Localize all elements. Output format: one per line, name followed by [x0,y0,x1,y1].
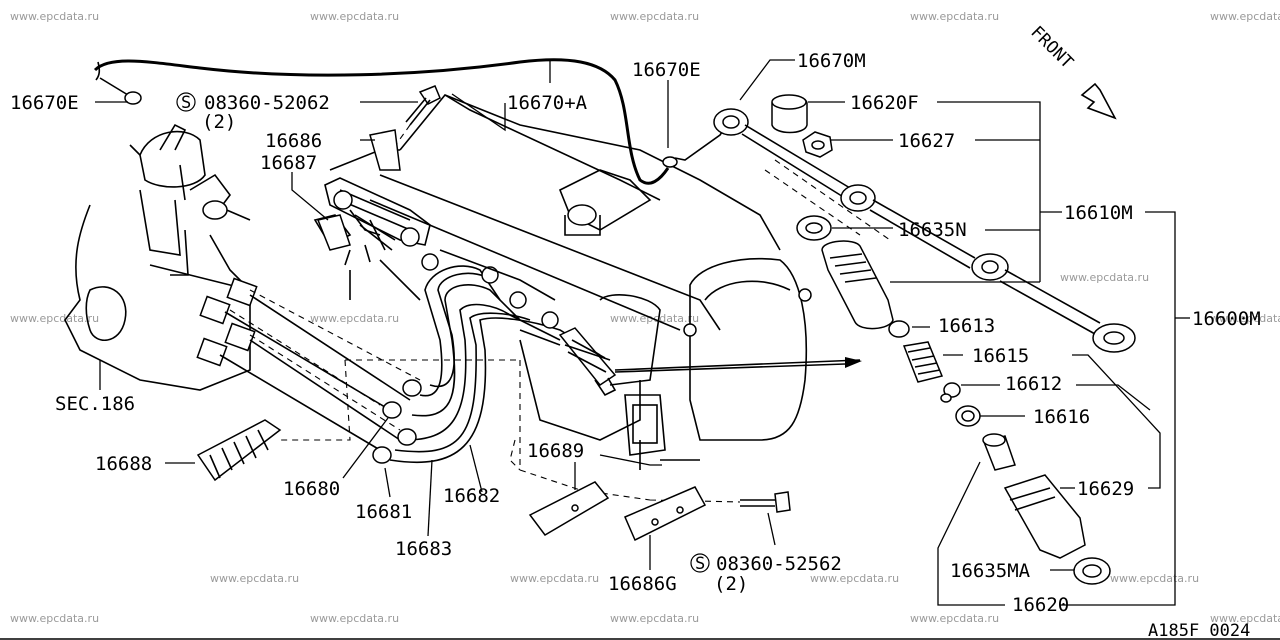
sec-reference: SEC.186 [55,393,135,415]
bolt-qty-top: (2) [202,111,236,133]
callout-16600M: 16600M [1192,308,1261,330]
watermark: www.epcdata.ru [1060,271,1149,284]
watermark: www.epcdata.ru [910,10,999,23]
injector-assembly-exploded [713,94,1136,585]
callout-16629: 16629 [1077,478,1134,500]
watermark: www.epcdata.ru [510,572,599,585]
watermark: www.epcdata.ru [1110,572,1199,585]
callout-16635N: 16635N [898,219,967,241]
callout-16688: 16688 [95,453,152,475]
callout-16686: 16686 [265,130,322,152]
engine-drawing [329,94,812,470]
bolt-part-number-top: 08360-52062 [204,92,330,114]
callout-16687: 16687 [260,152,317,174]
watermarks: www.epcdata.ru www.epcdata.ru www.epcdat… [10,10,1280,625]
watermark: www.epcdata.ru [1210,612,1280,625]
callout-16627: 16627 [898,130,955,152]
watermark: www.epcdata.ru [10,10,99,23]
watermark: www.epcdata.ru [810,572,899,585]
callout-16610M: 16610M [1064,202,1133,224]
callout-16613: 16613 [938,315,995,337]
watermark: www.epcdata.ru [10,312,99,325]
callout-16680: 16680 [283,478,340,500]
diagram-code: A185F 0024 [1148,621,1250,640]
callout-16683: 16683 [395,538,452,560]
injection-pump [64,123,258,391]
callout-16635MA: 16635MA [950,560,1031,582]
s-symbol-icon [690,553,710,573]
watermark: www.epcdata.ru [310,10,399,23]
watermark: www.epcdata.ru [1210,312,1280,325]
watermark: www.epcdata.ru [210,572,299,585]
direction-arrow [614,357,862,373]
watermark: www.epcdata.ru [10,612,99,625]
bolt-qty-bottom: (2) [714,573,748,595]
callout-16612: 16612 [1005,373,1062,395]
s-symbol: S [695,554,705,574]
watermark: www.epcdata.ru [310,312,399,325]
s-symbol-icon [176,92,196,112]
callout-labels: 16670E S 08360-52062 (2) 16670+A 16670E … [10,50,1261,640]
callout-16670E-top: 16670E [632,59,701,81]
callout-16670A: 16670+A [507,92,588,114]
callout-16620: 16620 [1012,594,1069,616]
insulator-16688 [196,419,282,482]
watermark: www.epcdata.ru [310,612,399,625]
front-label: FRONT [1026,22,1076,72]
bolt-part-number-bottom: 08360-52562 [716,553,842,575]
callout-16670M: 16670M [797,50,866,72]
leader-lines [95,59,1190,606]
injectors-on-engine [313,177,617,397]
callout-16615: 16615 [972,345,1029,367]
brackets-top [316,129,401,251]
callout-16620F: 16620F [850,92,919,114]
callout-16616: 16616 [1033,406,1090,428]
injection-pipes [219,265,741,503]
callout-16689: 16689 [527,440,584,462]
callout-16670E-left: 16670E [10,92,79,114]
callout-16686G: 16686G [608,573,677,595]
clamps-bottom [528,481,791,542]
watermark: www.epcdata.ru [1210,10,1280,23]
watermark: www.epcdata.ru [910,612,999,625]
watermark: www.epcdata.ru [610,612,699,625]
callout-16681: 16681 [355,501,412,523]
callout-16682: 16682 [443,485,500,507]
watermark: www.epcdata.ru [610,10,699,23]
s-symbol: S [181,93,191,113]
